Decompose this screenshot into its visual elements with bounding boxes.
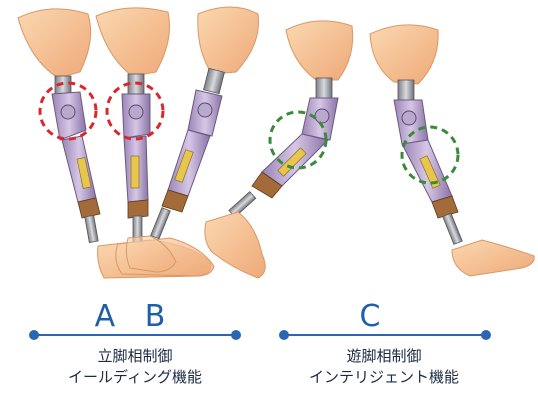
stance-caption-line1: 立脚相制御 (40, 346, 230, 367)
phase-label-c: C (330, 302, 420, 332)
swing-line-dot-left (279, 330, 289, 340)
stance-line-bar (35, 334, 235, 336)
swing-caption-line2: インテリジェント機能 (284, 367, 484, 388)
swing-line-bar (285, 334, 485, 336)
swing-caption-line1: 遊脚相制御 (284, 346, 484, 367)
phase-label-ab: A B (80, 302, 190, 332)
stance-line-dot-left (29, 330, 39, 340)
leg-swing-extending (370, 25, 534, 276)
stance-phase-line (29, 330, 241, 340)
swing-line-dot-right (481, 330, 491, 340)
swing-caption: 遊脚相制御 インテリジェント機能 (284, 346, 484, 388)
swing-phase-line (279, 330, 491, 340)
stance-caption-line2: イールディング機能 (40, 367, 230, 388)
stance-line-dot-right (231, 330, 241, 340)
stance-caption: 立脚相制御 イールディング機能 (40, 346, 230, 388)
